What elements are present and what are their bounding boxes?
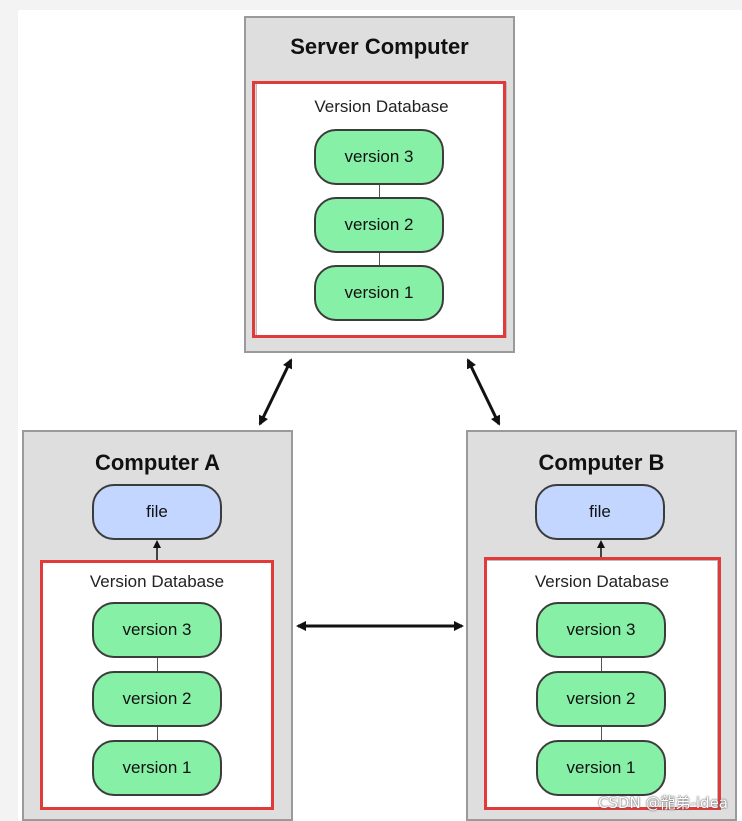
server-version-2: version 2: [314, 197, 444, 253]
server-db-highlight: [252, 81, 506, 338]
computer-b-title: Computer B: [538, 450, 665, 475]
server-version-1: version 1: [314, 265, 444, 321]
computer-a-connector-3-2: [157, 656, 158, 672]
computer-a-version-1: version 1: [92, 740, 222, 796]
computer-a-db-highlight: [40, 560, 274, 810]
server-db-label: Version Database: [314, 97, 449, 116]
server-version-3: version 3: [314, 129, 444, 185]
computer-a-title: Computer A: [94, 450, 221, 475]
computer-a-connector-2-1: [157, 725, 158, 741]
computer-b-version-1: version 1: [536, 740, 666, 796]
watermark: CSDN @龍弟-idea: [597, 794, 728, 812]
computer-b-db-highlight: [484, 557, 721, 810]
computer-a-version-2: version 2: [92, 671, 222, 727]
computer-b-db-label: Version Database: [534, 572, 670, 591]
server-computer-title: Server Computer: [290, 34, 469, 59]
computer-a-db-label: Version Database: [89, 572, 225, 591]
computer-b-connector-3-2: [601, 656, 602, 672]
server-connector-3-2: [379, 183, 380, 199]
server-connector-2-1: [379, 251, 380, 267]
computer-b-version-2: version 2: [536, 671, 666, 727]
computer-a-version-3: version 3: [92, 602, 222, 658]
computer-b-connector-2-1: [601, 725, 602, 741]
computer-a-file: file: [92, 484, 222, 540]
computer-b-version-3: version 3: [536, 602, 666, 658]
computer-b-file: file: [535, 484, 665, 540]
